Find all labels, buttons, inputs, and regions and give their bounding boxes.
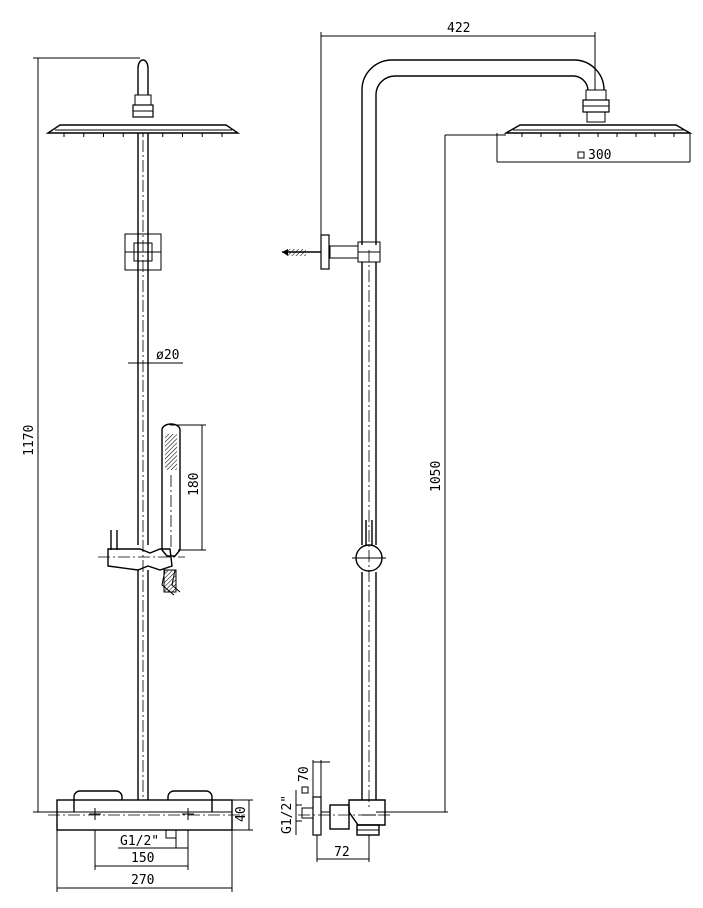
- pipe-diameter-label: ø20: [156, 348, 179, 363]
- dimension-mixer-width: 270: [56, 830, 233, 892]
- flange-size-label: 70: [297, 766, 312, 782]
- hand-shower: [161, 423, 181, 596]
- side-inlet-thread-label: G1/2": [280, 795, 295, 834]
- dimension-flange: 70: [297, 760, 330, 797]
- front-view: 1170 ø20: [22, 57, 253, 892]
- total-height-label: 1170: [22, 425, 37, 456]
- mixer-side: [298, 796, 390, 836]
- dimension-wall-offset: 72: [316, 835, 370, 862]
- dimension-hand-shower: 180: [170, 424, 206, 551]
- dimension-arm-projection: 422: [320, 21, 596, 235]
- hand-shower-length-label: 180: [187, 473, 202, 496]
- front-inlet-thread-label: G1/2": [120, 834, 159, 849]
- wall-bracket-front: [124, 233, 162, 271]
- arm-projection-label: 422: [447, 21, 470, 36]
- mixer-height-label: 40: [234, 806, 249, 822]
- inlet-centers-label: 150: [131, 851, 154, 866]
- dimension-inlet-front: G1/2": [118, 834, 188, 849]
- shower-arm: [361, 59, 610, 245]
- wall-bracket-side: [282, 234, 381, 270]
- diverter-side: [352, 520, 386, 572]
- head-height-label: 1050: [429, 461, 444, 492]
- dimension-total-height: 1170: [22, 57, 140, 813]
- diverter-holder: [98, 530, 185, 571]
- dimension-mixer-height: 40: [232, 799, 253, 831]
- thermostatic-mixer-front: [48, 790, 245, 839]
- dimension-inlet-side: G1/2": [280, 790, 302, 835]
- head-size-label: 300: [588, 148, 611, 163]
- dimension-pipe-diameter: ø20: [128, 348, 183, 368]
- shower-head-front: [45, 124, 241, 137]
- dimension-head-height: 1050: [376, 134, 506, 813]
- dimension-head-size: 300: [496, 133, 691, 163]
- shower-head-side: [503, 124, 693, 137]
- side-view: 422 300 1050: [280, 21, 693, 862]
- mixer-width-label: 270: [131, 873, 154, 888]
- wall-offset-label: 72: [334, 845, 350, 860]
- dimension-inlet-centers: 150: [94, 830, 189, 870]
